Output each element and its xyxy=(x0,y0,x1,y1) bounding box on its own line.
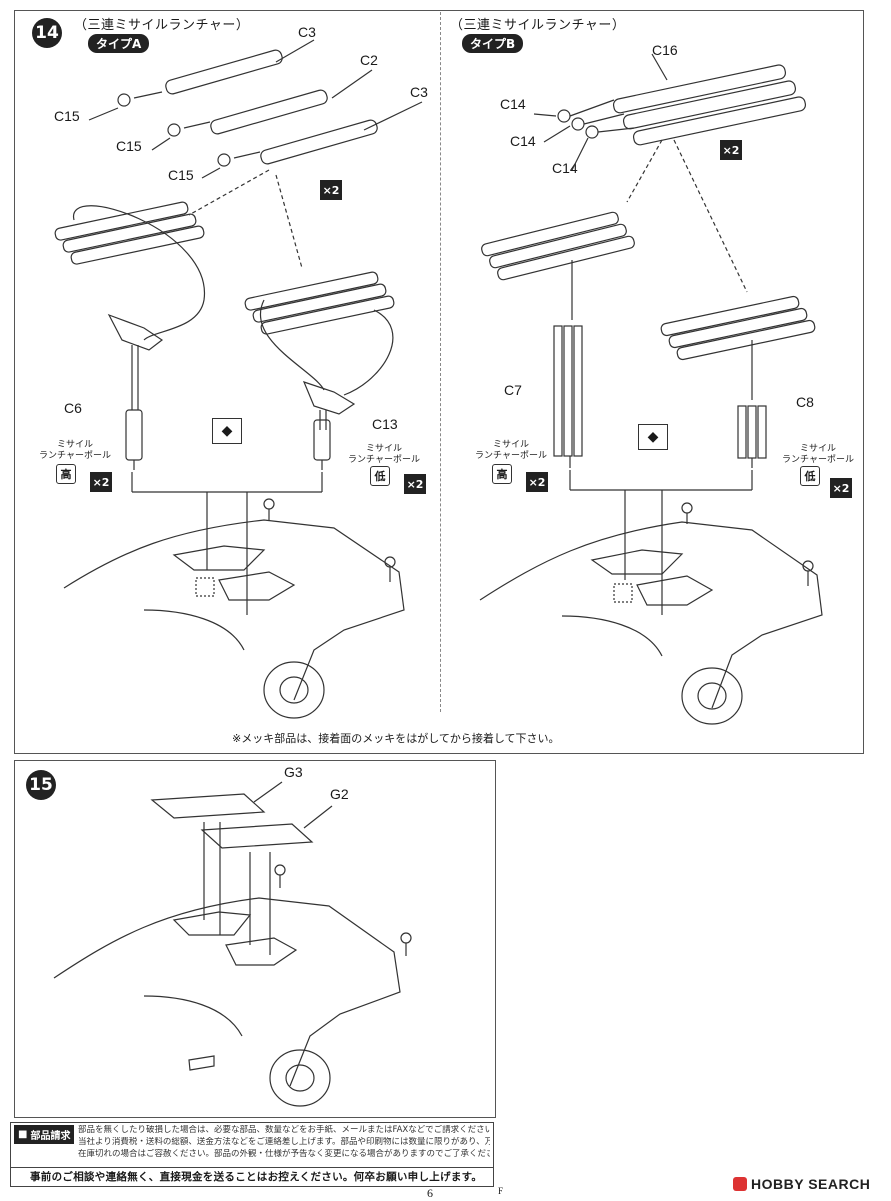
parts-request-line: 在庫切れの場合はご容赦ください。部品の外観・仕様が予告なく変更になる場合がありま… xyxy=(78,1149,490,1159)
step-14-left-title: （三連ミサイルランチャー） xyxy=(74,18,250,33)
pole-high-badge: 高 xyxy=(56,464,76,484)
part-label: C7 xyxy=(504,382,522,398)
part-label: C15 xyxy=(54,108,80,124)
quantity-badge: ×2 xyxy=(830,478,852,498)
part-label: C16 xyxy=(652,42,678,58)
pole-low-badge: 低 xyxy=(370,466,390,486)
step-14-type-a: タイプA xyxy=(88,34,150,53)
step-15-panel xyxy=(14,760,496,1118)
page-edge-mark: F xyxy=(498,1186,504,1196)
pole-label-high: ミサイル ランチャーポール xyxy=(475,440,547,461)
part-label: C13 xyxy=(372,416,398,432)
step-14-right-title: （三連ミサイルランチャー） xyxy=(450,18,626,33)
parts-request-label: 部品請求 xyxy=(30,1131,71,1142)
part-label: C8 xyxy=(796,394,814,410)
brand-logo: HOBBY SEARCH xyxy=(733,1176,870,1192)
pole-label-high: ミサイル ランチャーポール xyxy=(39,440,111,461)
step-15-number: 15 xyxy=(26,770,56,800)
quantity-badge: ×2 xyxy=(90,472,112,492)
notice-bar xyxy=(10,1166,494,1187)
brand-name: HOBBY SEARCH xyxy=(751,1176,871,1192)
brand-mark-icon xyxy=(733,1177,747,1191)
part-label: C2 xyxy=(360,52,378,68)
parts-request-line: 部品を無くしたり破損した場合は、必要な部品、数量などをお手紙、メールまたはFAX… xyxy=(78,1125,490,1135)
pole-label-low: ミサイル ランチャーポール xyxy=(782,444,854,465)
quantity-badge: ×2 xyxy=(720,140,742,160)
part-label: C15 xyxy=(116,138,142,154)
part-label: G2 xyxy=(330,786,349,802)
parts-request-tag: ■ 部品請求 xyxy=(14,1125,75,1144)
step-14-left-illustration xyxy=(54,39,423,719)
part-label: C6 xyxy=(64,400,82,416)
glue-icon: ◆ xyxy=(638,424,668,450)
step-14-number: 14 xyxy=(32,18,62,48)
glue-icon: ◆ xyxy=(212,418,242,444)
pole-high-badge: 高 xyxy=(492,464,512,484)
part-label: C14 xyxy=(552,160,578,176)
wrench-icon: ■ xyxy=(18,1129,28,1140)
part-label: G3 xyxy=(284,764,303,780)
pole-low-badge: 低 xyxy=(800,466,820,486)
part-label: C14 xyxy=(500,96,526,112)
plating-note: ※メッキ部品は、接着面のメッキをはがしてから接着して下さい。 xyxy=(232,732,560,745)
pole-label-low: ミサイル ランチャーポール xyxy=(348,444,420,465)
part-label: C3 xyxy=(298,24,316,40)
part-label: C15 xyxy=(168,167,194,183)
step-14-divider xyxy=(440,12,441,712)
part-label: C14 xyxy=(510,133,536,149)
quantity-badge: ×2 xyxy=(404,474,426,494)
page-number: 6 xyxy=(427,1186,433,1200)
step-14-right-illustration xyxy=(479,53,823,725)
quantity-badge: ×2 xyxy=(526,472,548,492)
quantity-badge: ×2 xyxy=(320,180,342,200)
step-14-panel xyxy=(14,10,864,754)
step-14-type-b: タイプB xyxy=(462,34,524,53)
cash-notice: 事前のご相談や連絡無く、直接現金を送ることはお控えください。何卒お願い申し上げま… xyxy=(30,1171,483,1183)
parts-request-box xyxy=(10,1122,494,1168)
step-15-illustration xyxy=(53,781,412,1107)
parts-request-line: 当社より消費税・送料の総額、送金方法などをご連絡差し上げます。部品や印刷物には数… xyxy=(78,1137,490,1147)
part-label: C3 xyxy=(410,84,428,100)
